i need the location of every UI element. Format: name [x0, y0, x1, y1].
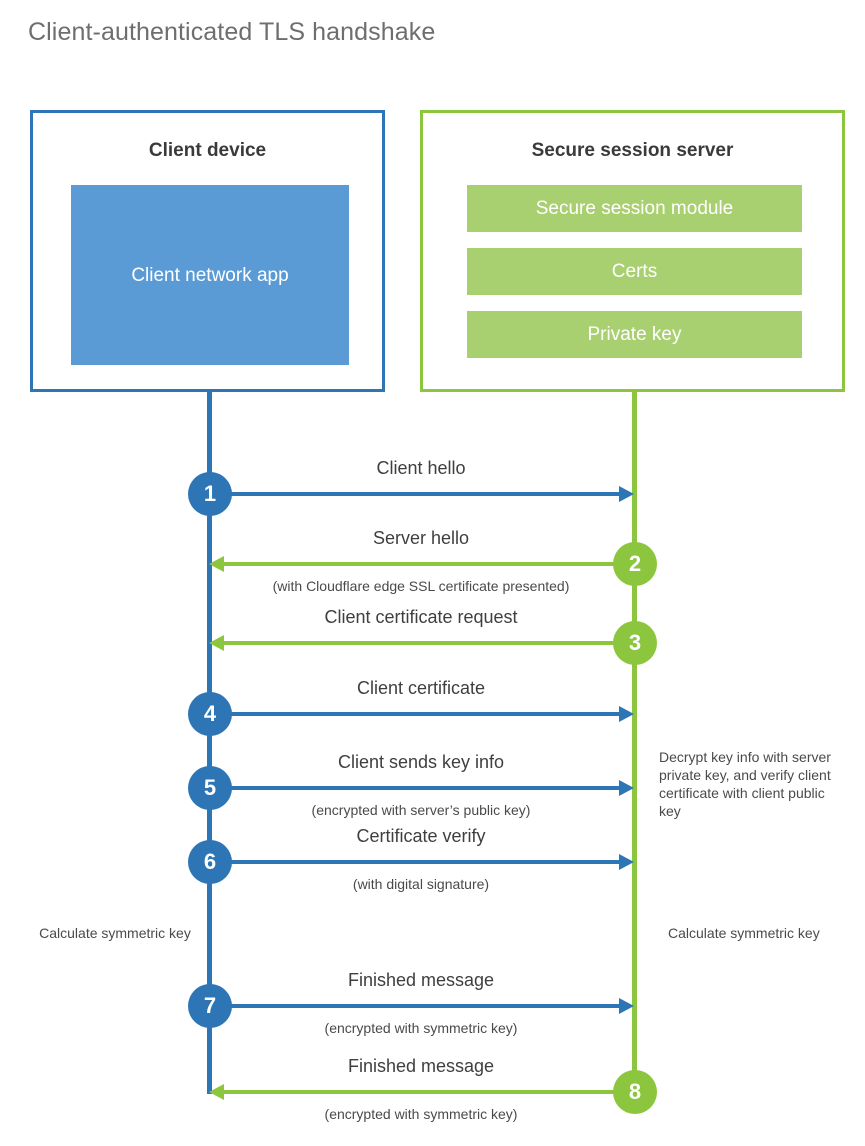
client-network-app-block: Client network app [71, 185, 349, 365]
annotation-client-calculate-symmetric-key: Calculate symmetric key [39, 925, 191, 941]
arrowhead-left-icon [209, 1084, 224, 1100]
step-badge-5: 5 [188, 766, 232, 810]
server-component-certs: Certs [467, 248, 802, 295]
message-arrow-6 [209, 860, 628, 864]
annotation-server-calculate-symmetric-key: Calculate symmetric key [668, 925, 820, 941]
message-label-7: Finished message [347, 970, 495, 990]
step-badge-2: 2 [613, 542, 657, 586]
message-arrow-7 [209, 1004, 628, 1008]
step-badge-4: 4 [188, 692, 232, 736]
message-arrow-4 [209, 712, 628, 716]
arrowhead-left-icon [209, 635, 224, 651]
step-badge-7: 7 [188, 984, 232, 1028]
client-device-heading: Client device [148, 140, 267, 161]
message-arrow-2 [214, 562, 633, 566]
arrowhead-right-icon [619, 998, 634, 1014]
arrowhead-right-icon [619, 486, 634, 502]
message-label-4: Client certificate [356, 678, 486, 698]
server-component-secure-session-module: Secure session module [467, 185, 802, 232]
message-sublabel-2: (with Cloudflare edge SSL certificate pr… [272, 578, 570, 594]
message-arrow-1 [209, 492, 628, 496]
message-label-1: Client hello [376, 458, 466, 478]
message-label-2: Server hello [372, 528, 470, 548]
step-badge-8: 8 [613, 1070, 657, 1114]
message-arrow-5 [209, 786, 628, 790]
annotation-server-decrypt: Decrypt key info with server private key… [659, 749, 831, 819]
message-sublabel-8: (encrypted with symmetric key) [324, 1106, 518, 1122]
message-sublabel-6: (with digital signature) [352, 876, 490, 892]
page-title: Client-authenticated TLS handshake [28, 18, 436, 46]
arrowhead-right-icon [619, 706, 634, 722]
step-badge-1: 1 [188, 472, 232, 516]
message-sublabel-7: (encrypted with symmetric key) [324, 1020, 518, 1036]
client-lifeline [207, 392, 212, 1094]
secure-session-server-heading: Secure session server [531, 140, 734, 161]
secure-session-server-box: Secure session server Secure session mod… [420, 110, 845, 392]
server-lifeline [632, 392, 637, 1092]
arrowhead-left-icon [209, 556, 224, 572]
arrowhead-right-icon [619, 780, 634, 796]
step-badge-3: 3 [613, 621, 657, 665]
message-label-3: Client certificate request [324, 607, 518, 627]
server-component-private-key: Private key [467, 311, 802, 358]
message-label-5: Client sends key info [337, 752, 505, 772]
client-device-box: Client device Client network app [30, 110, 385, 392]
arrowhead-right-icon [619, 854, 634, 870]
message-arrow-8 [214, 1090, 633, 1094]
message-arrow-3 [214, 641, 633, 645]
message-sublabel-5: (encrypted with server’s public key) [311, 802, 531, 818]
message-label-6: Certificate verify [356, 826, 486, 846]
step-badge-6: 6 [188, 840, 232, 884]
message-label-8: Finished message [347, 1056, 495, 1076]
